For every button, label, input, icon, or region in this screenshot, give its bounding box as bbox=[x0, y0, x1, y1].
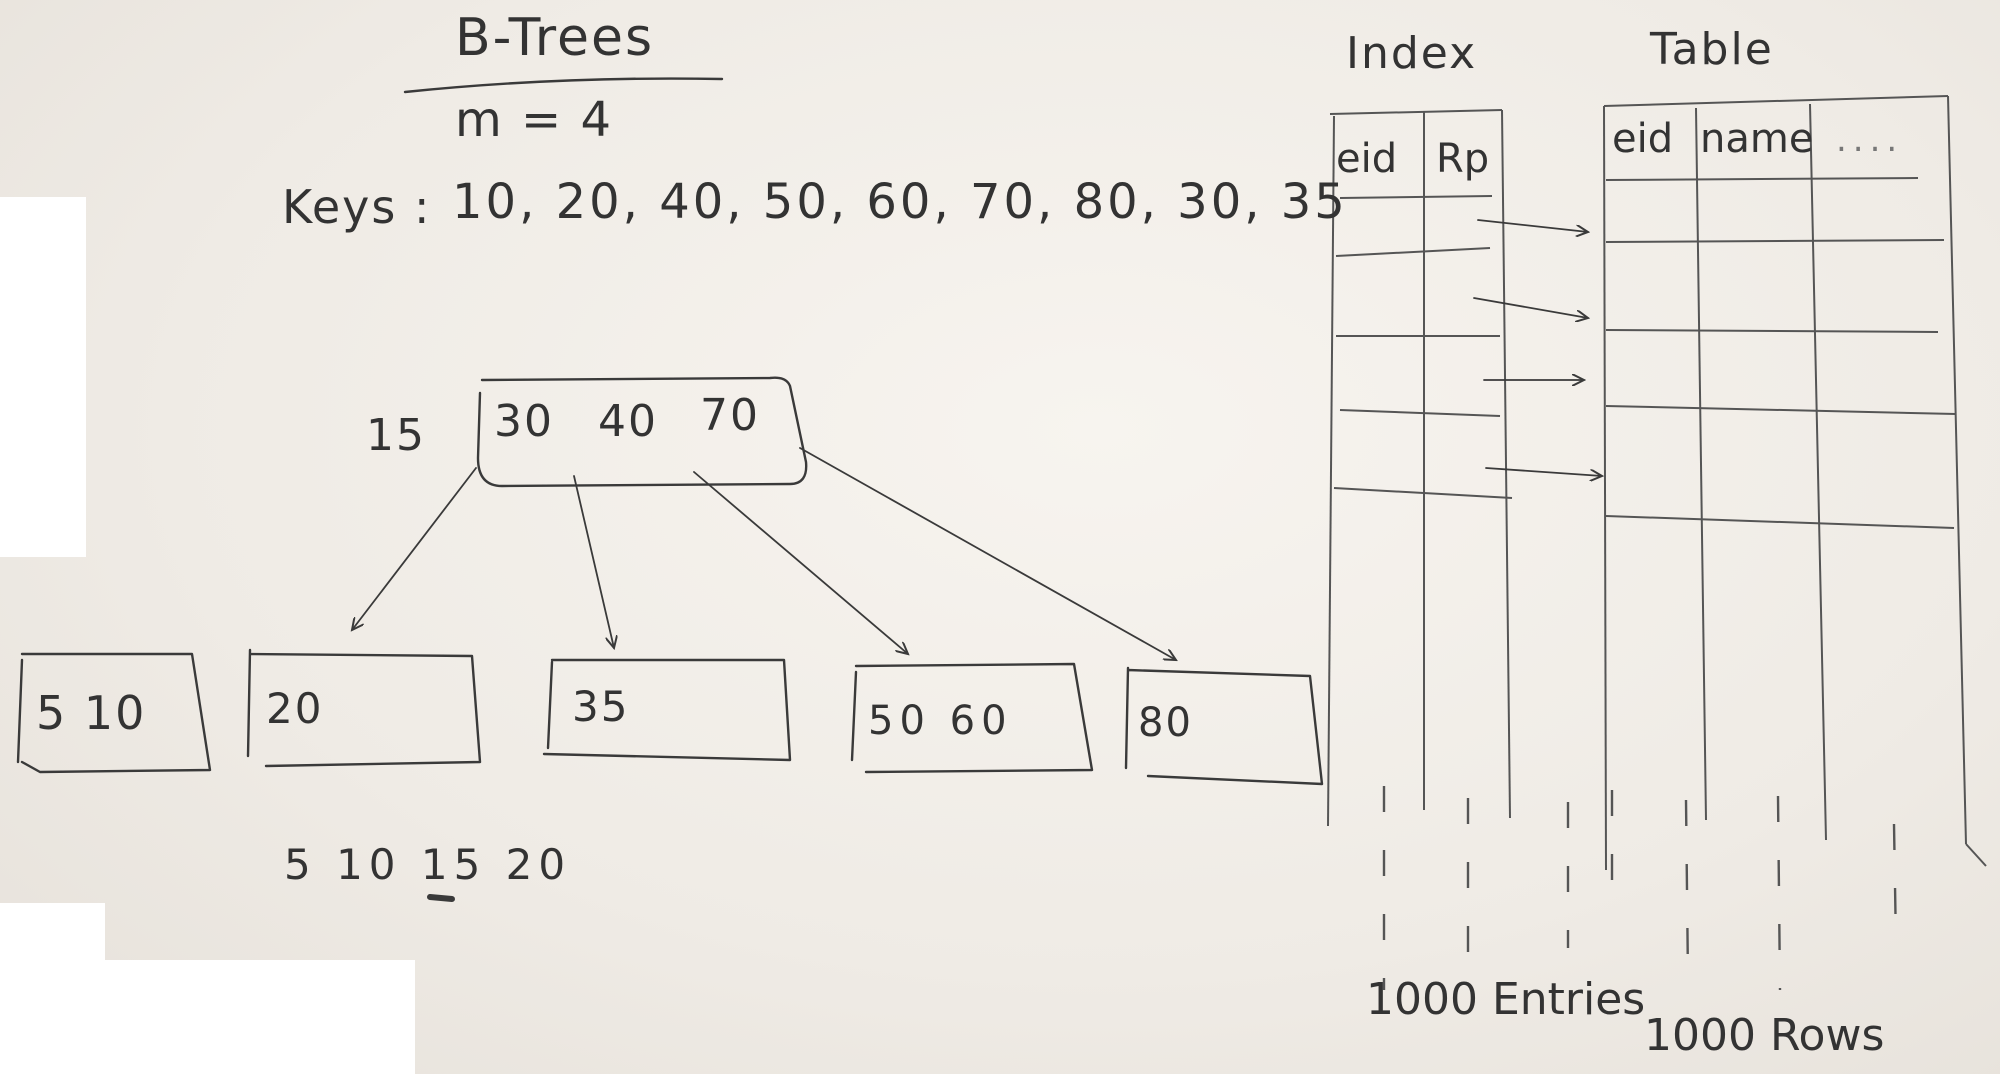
leaf-node-4-box bbox=[850, 662, 1094, 774]
root-key-1: 30 bbox=[494, 396, 554, 447]
table-title: Table bbox=[1650, 24, 1774, 75]
underline-marker bbox=[427, 894, 455, 902]
root-key-3: 70 bbox=[700, 390, 760, 441]
table-footer: 1000 Rows bbox=[1644, 1010, 1885, 1061]
index-col-rp: Rp bbox=[1436, 136, 1490, 182]
leaf-node-3-keys: 35 bbox=[572, 682, 630, 731]
leaf-node-2-keys: 20 bbox=[266, 684, 324, 733]
leaf-node-1-keys: 5 10 bbox=[36, 686, 147, 740]
leaf-node-5-box bbox=[1124, 666, 1324, 786]
table-col-more: .... bbox=[1836, 120, 1904, 160]
leaf-node-3-box bbox=[542, 658, 792, 762]
index-grid bbox=[1327, 109, 1513, 827]
edge-root-to-leaf-1 bbox=[352, 467, 477, 630]
white-patch-left-upper bbox=[0, 197, 86, 557]
table-col-name: name bbox=[1700, 116, 1814, 162]
white-patch-left-lower bbox=[0, 903, 105, 1074]
diagram-title: B-Trees bbox=[455, 8, 655, 68]
pointer-arrow-1 bbox=[1477, 219, 1588, 232]
continuation-dashes bbox=[1382, 786, 1898, 991]
split-sequence: 5 10 15 20 bbox=[284, 840, 572, 889]
keys-list: 10, 20, 40, 50, 60, 70, 80, 30, 35 bbox=[452, 174, 1348, 230]
order-label: m = 4 bbox=[455, 92, 614, 148]
pointer-arrow-2 bbox=[1473, 297, 1588, 318]
insert-key: 15 bbox=[366, 410, 426, 461]
leaf-node-1-box bbox=[16, 652, 212, 774]
leaf-node-5-keys: 80 bbox=[1138, 700, 1193, 746]
keys-label: Keys : bbox=[282, 180, 432, 234]
leaf-node-4-keys: 50 60 bbox=[868, 698, 1013, 744]
root-node-box bbox=[476, 376, 808, 488]
leaf-node-2-box bbox=[246, 648, 482, 768]
pointer-arrow-4 bbox=[1485, 467, 1602, 476]
edge-root-to-leaf-3 bbox=[693, 471, 908, 654]
edge-root-to-leaf-4 bbox=[799, 447, 1176, 660]
root-key-2: 40 bbox=[598, 396, 658, 447]
index-footer: 1000 Entries bbox=[1366, 974, 1646, 1025]
title-underline bbox=[403, 77, 724, 94]
index-col-eid: eid bbox=[1336, 136, 1398, 182]
white-patch-bottom bbox=[105, 960, 415, 1074]
table-grid bbox=[1603, 95, 1987, 871]
table-col-eid: eid bbox=[1612, 116, 1674, 162]
edge-root-to-leaf-2 bbox=[573, 475, 614, 648]
index-title: Index bbox=[1346, 28, 1478, 79]
